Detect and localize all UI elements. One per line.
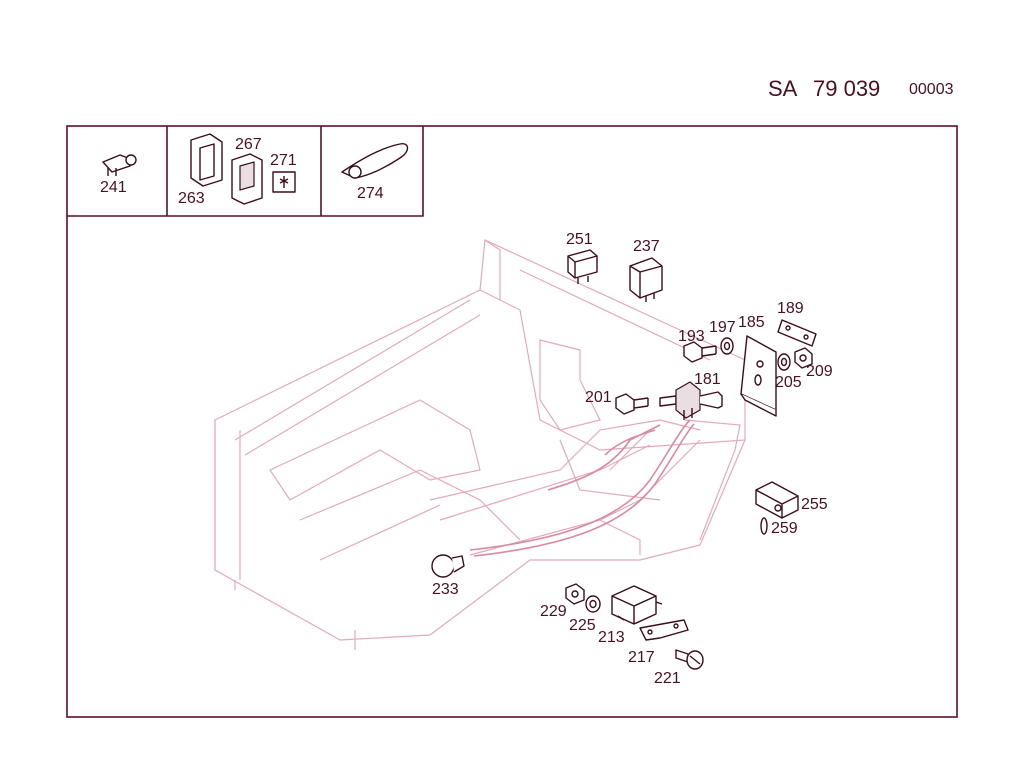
nut-209-icon <box>794 347 813 369</box>
switch-267-icon <box>231 153 263 205</box>
label-197: 197 <box>709 319 736 336</box>
label-221: 221 <box>654 670 681 687</box>
label-241: 241 <box>100 179 127 196</box>
header-prefix: SA <box>768 76 798 101</box>
bulb-259-icon <box>760 517 768 535</box>
flasher-255-icon <box>755 481 799 519</box>
label-263: 263 <box>178 190 205 207</box>
label-267: 267 <box>235 136 262 153</box>
washer-225-icon <box>585 595 601 613</box>
label-233: 233 <box>432 581 459 598</box>
bulb-233-icon <box>431 554 465 578</box>
relay-251-icon <box>567 249 598 284</box>
module-213-icon <box>611 585 663 625</box>
label-205: 205 <box>775 374 802 391</box>
label-217: 217 <box>628 649 655 666</box>
label-251: 251 <box>566 231 593 248</box>
vehicle-body-outline <box>214 239 746 650</box>
label-237: 237 <box>633 238 660 255</box>
label-271: 271 <box>270 152 297 169</box>
label-229: 229 <box>540 603 567 620</box>
plate-189-icon <box>777 319 817 347</box>
bracket-185-icon <box>740 335 777 417</box>
label-255: 255 <box>801 496 828 513</box>
label-193: 193 <box>678 328 705 345</box>
label-185: 185 <box>738 314 765 331</box>
label-181: 181 <box>694 371 721 388</box>
diagram-frame <box>66 125 958 718</box>
cable-tie-274-icon <box>341 143 409 179</box>
bracket-217-icon <box>639 619 689 641</box>
nut-229-icon <box>565 583 585 605</box>
label-209: 209 <box>806 363 833 380</box>
clip-241-icon <box>102 154 137 176</box>
inset-dividers <box>67 126 424 217</box>
label-189: 189 <box>777 300 804 317</box>
header-number: 79 039 <box>813 76 881 101</box>
symbol-271-icon <box>272 171 296 193</box>
washer-197-icon <box>720 337 734 355</box>
screw-221-icon <box>675 649 704 670</box>
label-274: 274 <box>357 185 384 202</box>
label-213: 213 <box>598 629 625 646</box>
wire-harness <box>469 419 695 557</box>
label-201: 201 <box>585 389 612 406</box>
bolt-201-icon <box>615 393 649 415</box>
header-page: 00003 <box>909 81 954 98</box>
bolt-193-icon <box>683 341 717 363</box>
label-259: 259 <box>771 520 798 537</box>
label-225: 225 <box>569 617 596 634</box>
switch-263-icon <box>190 133 223 187</box>
switch-181-icon <box>659 381 723 420</box>
relay-237-icon <box>629 257 663 302</box>
nut-205-icon <box>777 353 791 371</box>
